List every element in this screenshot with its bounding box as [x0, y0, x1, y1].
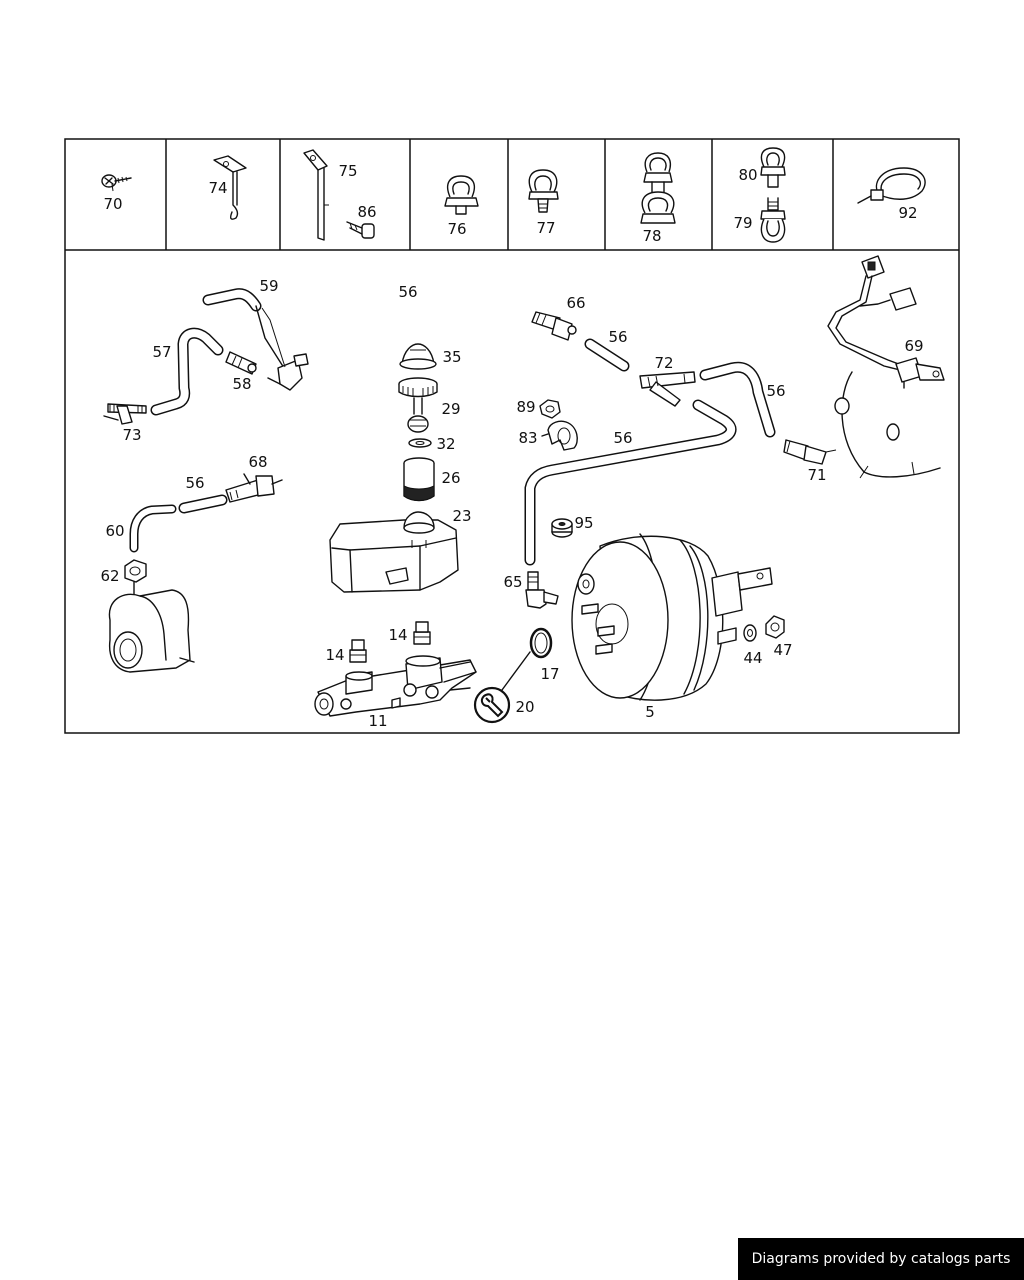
callout-29: 29	[441, 400, 460, 418]
part-20-wrench-symbol	[449, 686, 511, 724]
hose-60	[129, 504, 177, 553]
callout-68: 68	[248, 453, 267, 471]
part-47-nut	[765, 615, 785, 639]
callout-56-top: 56	[398, 283, 417, 301]
callout-78: 78	[642, 227, 661, 245]
callout-5: 5	[645, 703, 655, 721]
part-29-strainer-cap	[398, 377, 438, 433]
part-70-screw	[101, 174, 132, 188]
part-72-tee	[639, 371, 696, 407]
part-17-o-ring	[501, 627, 553, 691]
callout-58: 58	[232, 375, 251, 393]
part-11-master-cylinder	[314, 655, 477, 717]
part-62-nut	[124, 559, 147, 583]
hose-56-short-middle	[584, 338, 630, 372]
part-23-reservoir	[329, 511, 459, 593]
callout-56-right: 56	[766, 382, 785, 400]
callout-77: 77	[536, 219, 555, 237]
callout-95: 95	[574, 514, 593, 532]
callout-80: 80	[738, 166, 757, 184]
callout-20: 20	[515, 698, 534, 716]
part-95-grommet	[551, 518, 573, 538]
hose-59	[202, 288, 262, 312]
part-71-elbow	[783, 439, 837, 465]
part-78-double-clip	[640, 152, 676, 224]
callout-75: 75	[338, 162, 357, 180]
callout-83: 83	[518, 429, 537, 447]
callout-79: 79	[733, 214, 752, 232]
diagram-frame	[64, 138, 960, 734]
part-80-clip	[760, 147, 786, 188]
callout-23: 23	[452, 507, 471, 525]
callout-72: 72	[654, 354, 673, 372]
part-69-sensor-harness	[827, 255, 945, 389]
part-68-check-valve	[225, 473, 283, 503]
hose-57	[150, 327, 224, 416]
part-44-washer	[743, 624, 757, 642]
callout-56-mid: 56	[608, 328, 627, 346]
callout-35: 35	[442, 348, 461, 366]
callout-17: 17	[540, 665, 559, 683]
callout-86: 86	[357, 203, 376, 221]
part-73-tee	[103, 403, 147, 425]
main-callouts: 59 56 66 56 35 57 72 69 58 29 56 73 89 8…	[100, 277, 923, 730]
part-92-cable-tie	[857, 167, 926, 204]
callout-47: 47	[773, 641, 792, 659]
callout-14-right: 14	[388, 626, 407, 644]
callout-73: 73	[122, 426, 141, 444]
part-83-clip	[541, 420, 578, 451]
callout-62: 62	[100, 567, 119, 585]
callout-89: 89	[516, 398, 535, 416]
part-26-filter	[403, 457, 435, 502]
leader-lines	[111, 183, 286, 368]
part-14-seal-right	[413, 621, 431, 645]
hose-56-right	[524, 399, 737, 566]
hose-56-main	[288, 280, 524, 479]
part-14-seal-left	[349, 639, 367, 663]
hose-56-left-short	[178, 494, 228, 514]
callout-32: 32	[436, 435, 455, 453]
callout-26: 26	[441, 469, 460, 487]
callout-92: 92	[898, 204, 917, 222]
callout-59: 59	[259, 277, 278, 295]
vacuum-pump-housing	[108, 581, 195, 673]
callout-74: 74	[208, 179, 227, 197]
callout-11: 11	[368, 712, 387, 730]
part-5-brake-booster	[571, 533, 773, 701]
hose-56-upper-right	[699, 361, 776, 438]
credit-banner: Diagrams provided by catalogs parts	[738, 1238, 1024, 1280]
callout-65: 65	[503, 573, 522, 591]
callout-14-left: 14	[325, 646, 344, 664]
callout-69: 69	[904, 337, 923, 355]
part-66-connector	[531, 311, 577, 341]
callout-71: 71	[807, 466, 826, 484]
part-89-nut	[539, 399, 561, 419]
callout-70: 70	[103, 195, 122, 213]
header-cell-dividers	[165, 139, 834, 250]
callout-60: 60	[105, 522, 124, 540]
part-77-clip	[528, 169, 559, 213]
callout-66: 66	[566, 294, 585, 312]
part-58-connector	[225, 351, 257, 375]
part-32-washer	[408, 438, 432, 448]
part-65-elbow-connector	[525, 571, 559, 609]
part-35-cap	[399, 343, 437, 370]
part-86-bolt	[346, 221, 375, 239]
callout-44: 44	[743, 649, 762, 667]
header-callouts: 70 74 75 86 76 77 78 80 79 92	[103, 162, 917, 245]
callout-76: 76	[447, 220, 466, 238]
part-79-clip	[760, 197, 786, 243]
callout-56-center: 56	[613, 429, 632, 447]
callout-56-left: 56	[185, 474, 204, 492]
part-59-check-valve	[255, 305, 309, 391]
booster-background-right	[834, 371, 941, 479]
callout-57: 57	[152, 343, 171, 361]
part-75-bracket	[303, 149, 329, 241]
part-76-clip	[444, 175, 479, 215]
part-74-bracket	[213, 155, 247, 220]
